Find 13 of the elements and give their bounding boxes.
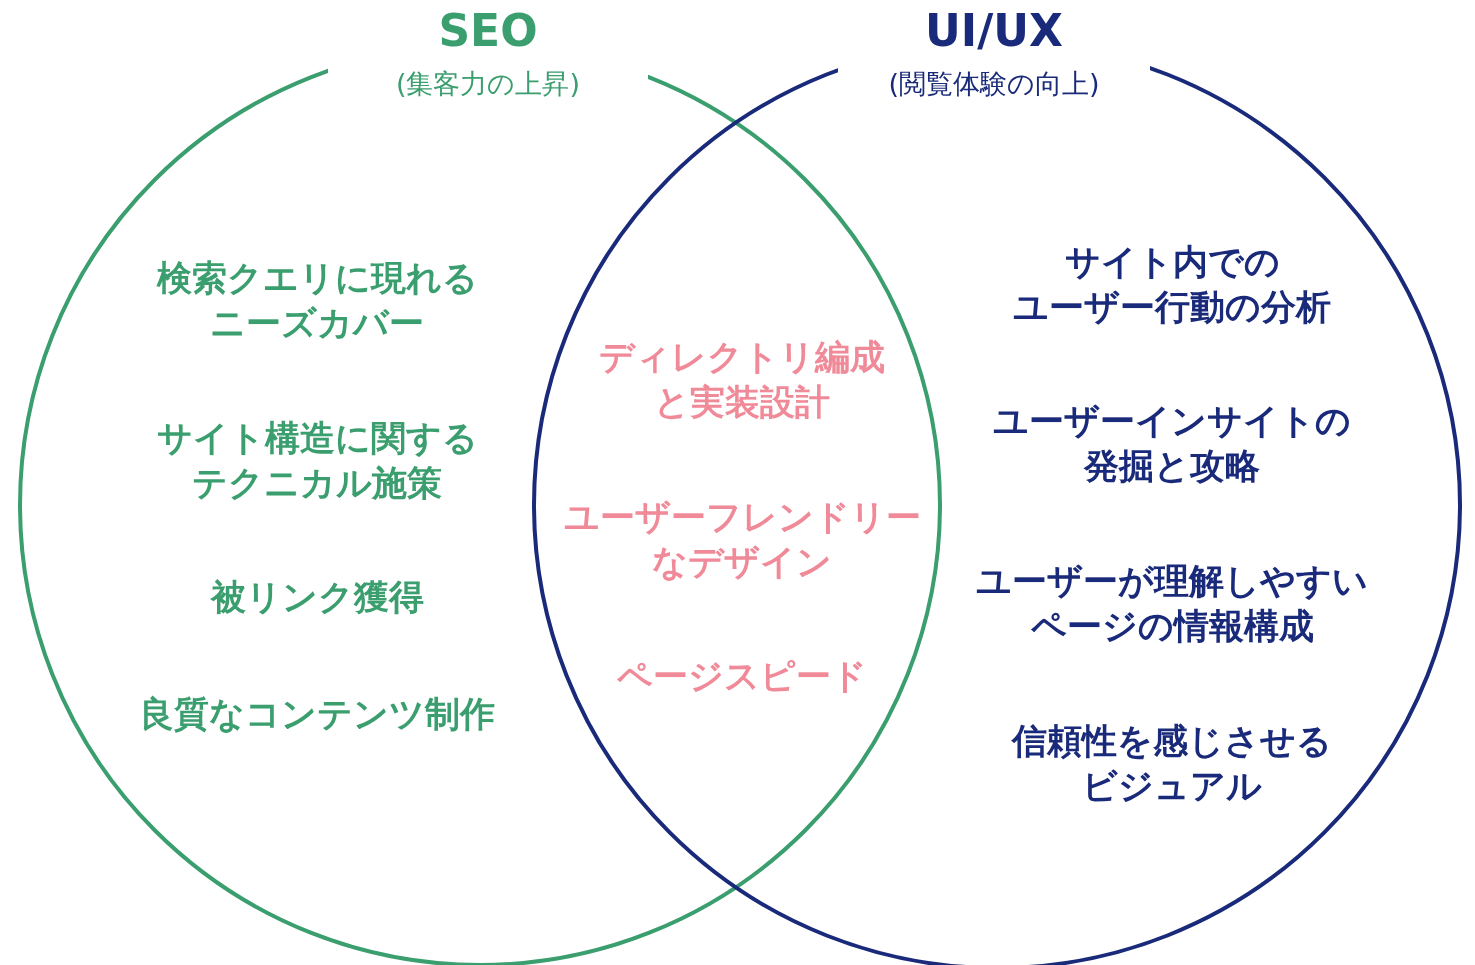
item-text: 良質なコンテンツ制作: [139, 693, 495, 736]
circle-subheading: (閲覧体験の向上): [887, 68, 1101, 100]
item-text: サイト構造に関するテクニカル施策: [156, 417, 478, 505]
item-text: ユーザーフレンドリーなデザイン: [563, 496, 921, 584]
item-text: 検索クエリに現れるニーズカバー: [156, 257, 478, 345]
item-text: サイト内でのユーザー行動の分析: [1013, 241, 1331, 329]
item-text: ページスピード: [617, 655, 867, 698]
item-text: ディレクトリ編成と実装設計: [599, 336, 885, 424]
item-text: 信頼性を感じさせるビジュアル: [1012, 720, 1332, 808]
item-text: 被リンク獲得: [210, 576, 424, 619]
item-text: ユーザーが理解しやすいページの情報構成: [976, 560, 1368, 648]
item-text: ユーザーインサイトの発掘と攻略: [993, 400, 1351, 488]
circle-subheading: (集客力の上昇): [394, 68, 582, 100]
